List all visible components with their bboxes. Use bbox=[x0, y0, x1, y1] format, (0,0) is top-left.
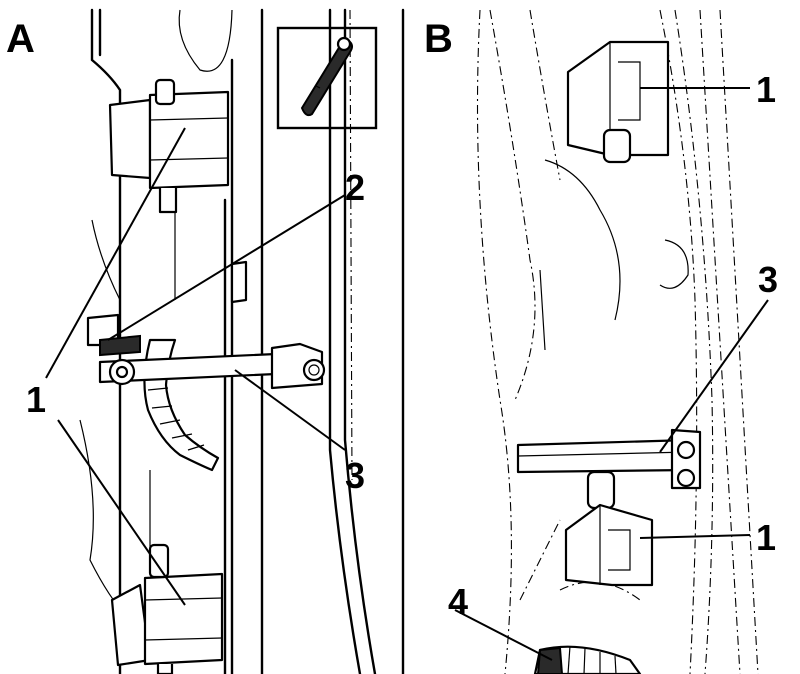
b-callout-lower-hinge: 1 bbox=[756, 517, 776, 558]
b-lower-hinge bbox=[564, 470, 654, 587]
b-callout-wiring: 4 bbox=[448, 581, 468, 622]
b-wiring-harness bbox=[533, 645, 642, 674]
b-upper-hinge bbox=[566, 40, 670, 164]
a-upper-hinge bbox=[108, 78, 230, 214]
a-callout-pin: 2 bbox=[345, 167, 365, 208]
a-callout-check-strap: 3 bbox=[345, 455, 365, 496]
a-lower-hinge bbox=[110, 543, 224, 674]
a-callout-hinge: 1 bbox=[26, 379, 46, 420]
panel-b-label: B bbox=[424, 17, 453, 61]
b-callout-check-strap: 3 bbox=[758, 259, 778, 300]
a-inset-pin-detail bbox=[276, 26, 378, 130]
b-leader-lines bbox=[454, 87, 769, 661]
panel-a-label: A bbox=[6, 17, 35, 61]
a-leader-lines bbox=[45, 127, 346, 606]
b-check-strap bbox=[516, 428, 702, 490]
panel-a: A bbox=[6, 8, 405, 674]
b-callout-upper-hinge: 1 bbox=[756, 69, 776, 110]
panel-b: B bbox=[424, 9, 778, 674]
a-check-strap bbox=[86, 260, 326, 390]
b-body-outlines bbox=[476, 9, 759, 674]
